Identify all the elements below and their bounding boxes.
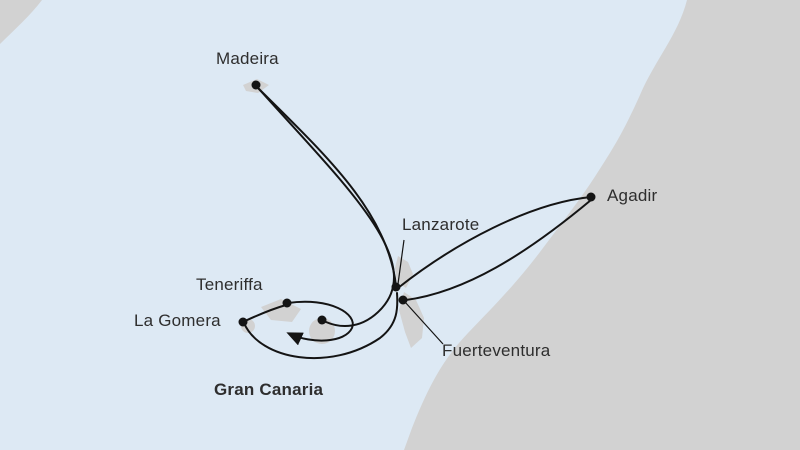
port-label-fuerteventura: Fuerteventura [442,341,551,360]
gran-canaria-island [309,318,335,344]
route-madeira-lanzarote [255,85,397,287]
leader-fuerteventura [404,301,444,345]
corner-land [0,0,42,44]
port-dot-agadir [586,192,596,202]
port-label-teneriffa: Teneriffa [196,275,263,294]
port-dot-gran-canaria [317,315,327,325]
port-dot-fuerteventura [398,295,408,305]
leader-lanzarote [397,239,405,285]
fuerteventura-island [399,292,424,348]
port-dot-madeira [251,80,261,90]
route-la-gomera-lanzarote [243,292,399,360]
port-label-madeira: Madeira [216,49,279,68]
route-lines [243,85,592,360]
port-label-la-gomera: La Gomera [134,311,221,330]
africa-coast [404,0,800,450]
route-lanzarote-agadir [397,196,592,289]
route-loop-gran-canaria [286,300,354,346]
port-dots [238,80,596,327]
port-label-agadir: Agadir [607,186,658,205]
port-label-lanzarote: Lanzarote [402,215,480,234]
leader-lines [397,239,444,345]
port-dot-la-gomera [238,317,248,327]
route-agadir-fuerteventura [405,199,592,301]
port-dot-teneriffa [282,298,292,308]
port-dot-lanzarote [391,282,401,292]
port-label-gran-canaria: Gran Canaria [214,380,324,399]
route-madeira-gran-canaria [258,88,395,327]
route-teneriffa-la-gomera [244,304,287,322]
